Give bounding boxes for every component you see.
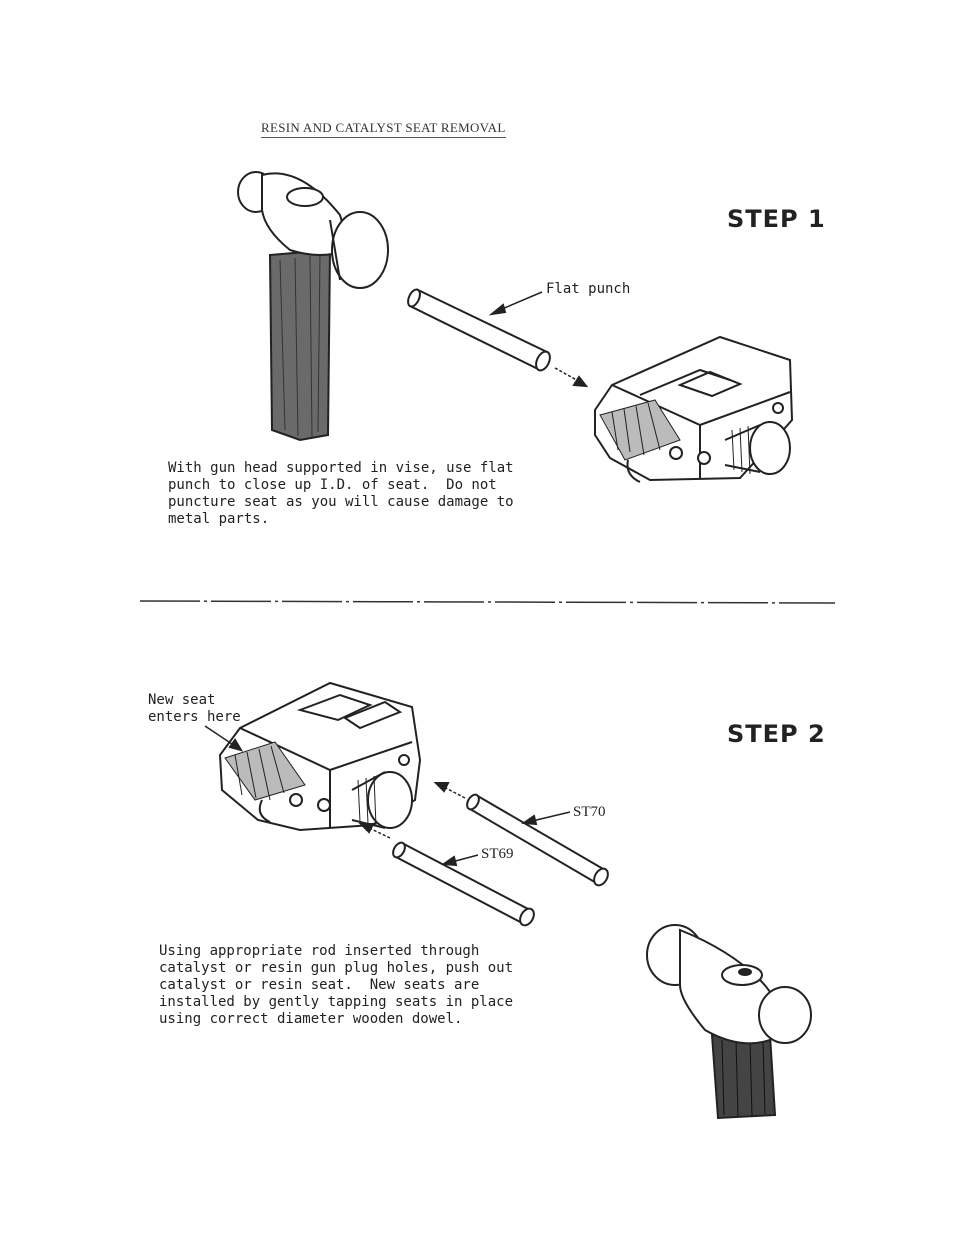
new-seat-label-line-2: enters here	[148, 709, 241, 725]
new-seat-label-line-1: New seat	[148, 692, 216, 708]
step2-line-4: installed by gently tapping seats in pla…	[159, 994, 514, 1010]
step2-heading: STEP 2	[727, 720, 826, 748]
st69-label: ST69	[481, 846, 514, 862]
gun-head-illustration-step1	[594, 335, 794, 483]
step2-line-1: Using appropriate rod inserted through	[159, 943, 480, 959]
page-title: RESIN AND CATALYST SEAT REMOVAL	[261, 120, 506, 138]
step1-line-3: puncture seat as you will cause damage t…	[168, 494, 514, 510]
step1-line-4: metal parts.	[168, 511, 270, 527]
new-seat-label: New seat enters here	[148, 692, 241, 726]
flat-punch-illustration	[407, 288, 589, 388]
step1-instructions: With gun head supported in vise, use fla…	[168, 460, 514, 528]
st70-label: ST70	[573, 804, 606, 820]
flat-punch-label: Flat punch	[546, 281, 631, 297]
step1-line-1: With gun head supported in vise, use fla…	[168, 460, 514, 476]
step1-line-2: punch to close up I.D. of seat. Do not	[168, 477, 497, 493]
step2-line-3: catalyst or resin seat. New seats are	[159, 977, 480, 993]
hammer-illustration-step2	[646, 924, 812, 1120]
step1-heading: STEP 1	[727, 205, 826, 233]
gun-head-illustration-step2	[218, 681, 422, 832]
hammer-illustration-step1	[237, 171, 389, 442]
step2-instructions: Using appropriate rod inserted through c…	[159, 943, 513, 1028]
step2-rods	[204, 725, 609, 927]
section-divider	[139, 600, 836, 604]
step2-line-2: catalyst or resin gun plug holes, push o…	[159, 960, 514, 976]
step2-line-5: using correct diameter wooden dowel.	[159, 1011, 463, 1027]
